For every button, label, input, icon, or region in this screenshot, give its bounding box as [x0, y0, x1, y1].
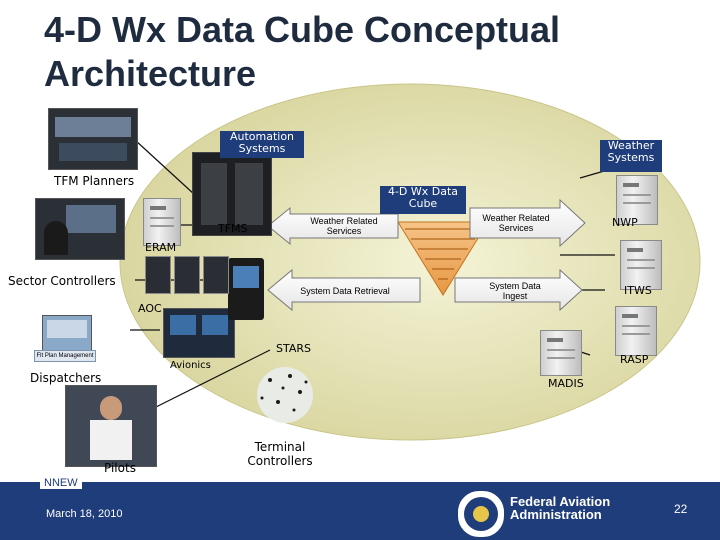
avionics-label: Avionics — [170, 360, 211, 371]
itws-label: ITWS — [624, 284, 652, 297]
avionics-photo — [163, 308, 235, 358]
pilots-photo — [65, 385, 157, 467]
tfm-planners-photo — [48, 108, 138, 170]
footer-org: NNEW — [40, 477, 82, 489]
weather-services-right-text: Weather Related Services — [474, 213, 558, 233]
page-number: 22 — [674, 502, 687, 516]
system-data-retrieval-text: System Data Retrieval — [280, 286, 410, 296]
pilots-label: Pilots — [104, 461, 136, 475]
rasp-server-icon — [615, 306, 657, 356]
eram-server-3-icon — [203, 256, 229, 294]
itws-server-icon — [620, 240, 662, 290]
faa-seal-icon — [456, 489, 506, 539]
kiosk-icon — [228, 258, 264, 320]
radar-scope-icon — [257, 367, 313, 423]
dispatchers-photo — [42, 315, 92, 353]
system-data-ingest-text: System Data Ingest — [480, 281, 550, 301]
stars-label: STARS — [276, 342, 311, 355]
weather-services-left-text: Weather Related Services — [296, 216, 392, 236]
flight-plan-tag: Flt Plan Management — [34, 350, 96, 362]
eram-server-1-icon — [145, 256, 171, 294]
aoc-label: AOC — [138, 302, 162, 315]
cube-title-box: 4-D Wx Data Cube — [380, 186, 466, 214]
tfm-planners-label: TFM Planners — [54, 174, 134, 188]
terminal-controllers-label: Terminal Controllers — [244, 440, 316, 468]
footer-date: March 18, 2010 — [46, 508, 122, 520]
sector-controllers-photo — [35, 198, 125, 260]
madis-label: MADIS — [548, 377, 584, 390]
dispatchers-label: Dispatchers — [30, 371, 101, 385]
agency-line-2: Administration — [510, 508, 610, 521]
madis-server-icon — [540, 330, 582, 376]
weather-systems-box: Weather Systems — [600, 140, 662, 172]
tfms-label: TFMS — [218, 222, 248, 235]
automation-systems-box: Automation Systems — [220, 131, 304, 158]
eram-label: ERAM — [145, 241, 176, 254]
nwp-label: NWP — [612, 216, 638, 229]
rasp-label: RASP — [620, 353, 648, 366]
agency-name: Federal Aviation Administration — [510, 495, 610, 521]
sector-controllers-label: Sector Controllers — [8, 274, 116, 288]
tfms-server-icon — [143, 198, 181, 246]
eram-server-2-icon — [174, 256, 200, 294]
